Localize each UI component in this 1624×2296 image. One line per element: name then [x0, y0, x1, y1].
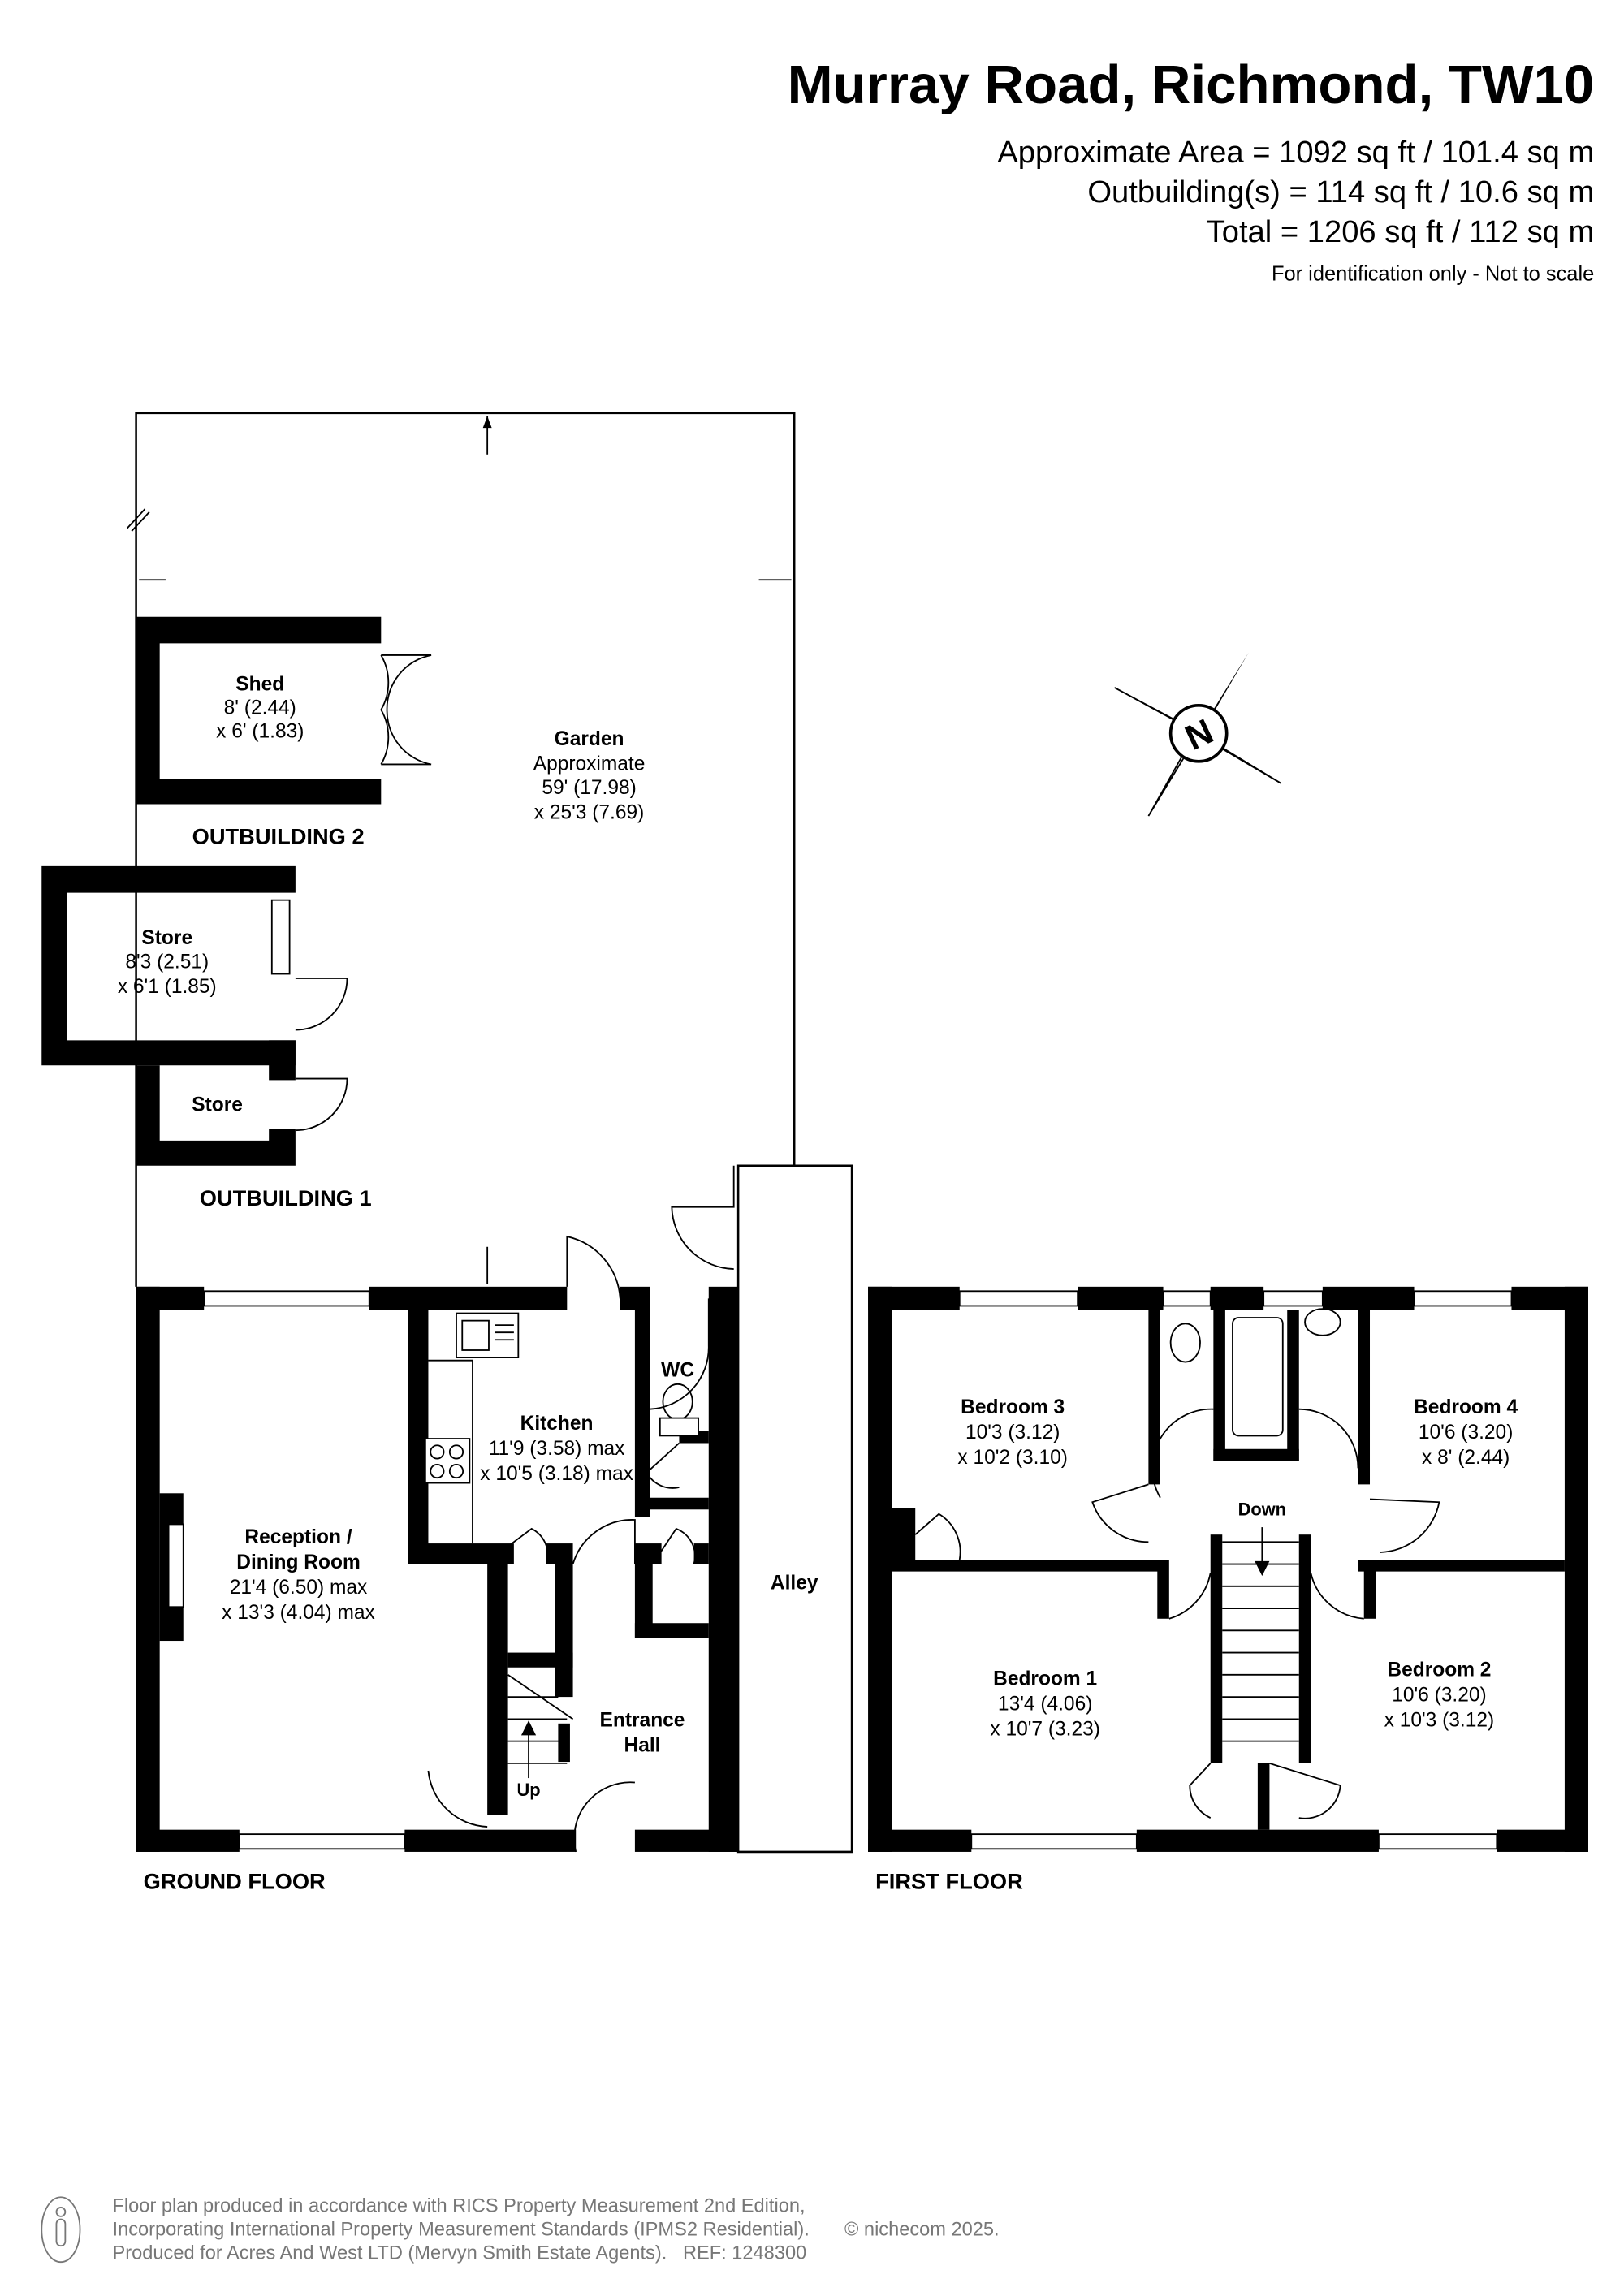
store-small: Store: [136, 1040, 348, 1166]
svg-text:Alley: Alley: [771, 1572, 818, 1594]
svg-text:8' (2.44): 8' (2.44): [224, 697, 296, 719]
approximate-area: Approximate Area = 1092 sq ft / 101.4 sq…: [997, 135, 1594, 170]
outbuilding-1-label: OUTBUILDING 1: [200, 1185, 372, 1211]
svg-text:21'4 (6.50) max: 21'4 (6.50) max: [230, 1577, 368, 1599]
svg-text:Dining Room: Dining Room: [236, 1552, 361, 1573]
disclaimer: For identification only - Not to scale: [1272, 262, 1594, 285]
svg-text:8'3 (2.51): 8'3 (2.51): [125, 951, 209, 973]
bedroom-2-label: Bedroom 2 10'6 (3.20) x 10'3 (3.12): [1384, 1659, 1495, 1732]
ground-floor-label: GROUND FLOOR: [144, 1868, 326, 1893]
stairs-down-label: Down: [1238, 1500, 1286, 1520]
person-scale-icon: [41, 2196, 81, 2264]
bedroom-1-label: Bedroom 1 13'4 (4.06) x 10'7 (3.23): [990, 1668, 1100, 1741]
svg-text:x 10'5 (3.18) max: x 10'5 (3.18) max: [480, 1463, 633, 1485]
footer-line-1: Floor plan produced in accordance with R…: [113, 2195, 806, 2216]
hob-icon: [424, 1438, 471, 1484]
footer-line-3: Produced for Acres And West LTD (Mervyn …: [113, 2243, 807, 2264]
svg-text:Store: Store: [141, 927, 192, 949]
wc-label: WC: [661, 1360, 694, 1382]
compass-icon: N: [1114, 652, 1282, 817]
svg-text:Bedroom 1: Bedroom 1: [993, 1668, 1097, 1690]
svg-text:10'6 (3.20): 10'6 (3.20): [1419, 1422, 1513, 1444]
svg-text:Hall: Hall: [624, 1734, 661, 1756]
svg-text:13'4 (4.06): 13'4 (4.06): [998, 1693, 1092, 1715]
svg-text:x 25'3 (7.69): x 25'3 (7.69): [534, 802, 645, 824]
svg-text:Bedroom 3: Bedroom 3: [961, 1396, 1065, 1418]
store-large: Store 8'3 (2.51) x 6'1 (1.85): [41, 865, 348, 1066]
footer-line-2: Incorporating International Property Mea…: [113, 2219, 810, 2240]
sink-icon: [456, 1312, 520, 1358]
ground-floor-walls: [136, 1235, 739, 1853]
total-area: Total = 1206 sq ft / 112 sq m: [1207, 214, 1595, 249]
ground-floor-stairs: [508, 1674, 574, 1779]
toilet-icon: [659, 1383, 699, 1437]
svg-text:x 10'3 (3.12): x 10'3 (3.12): [1384, 1709, 1495, 1731]
svg-text:Shed: Shed: [235, 674, 284, 696]
first-floor-label: FIRST FLOOR: [875, 1868, 1023, 1893]
svg-text:x 13'3 (4.04) max: x 13'3 (4.04) max: [222, 1602, 375, 1624]
stairs-up-label: Up: [517, 1780, 541, 1800]
svg-text:x 6'1 (1.85): x 6'1 (1.85): [118, 976, 217, 998]
svg-text:Reception /: Reception /: [244, 1526, 352, 1548]
bedroom-4-label: Bedroom 4 10'6 (3.20) x 8' (2.44): [1414, 1396, 1518, 1469]
outbuilding-2-label: OUTBUILDING 2: [192, 824, 365, 849]
bedroom-3-label: Bedroom 3 10'3 (3.12) x 10'2 (3.10): [957, 1396, 1068, 1469]
svg-text:10'3 (3.12): 10'3 (3.12): [965, 1422, 1060, 1444]
property-title: Murray Road, Richmond, TW10: [788, 54, 1595, 115]
svg-text:x 6' (1.83): x 6' (1.83): [216, 721, 304, 743]
kitchen-label: Kitchen 11'9 (3.58) max x 10'5 (3.18) ma…: [480, 1413, 633, 1485]
kitchen-worktop: [428, 1359, 473, 1544]
svg-text:10'6 (3.20): 10'6 (3.20): [1392, 1685, 1486, 1707]
entrance-hall-label: Entrance Hall: [600, 1709, 685, 1756]
svg-text:Entrance: Entrance: [600, 1709, 685, 1731]
svg-text:Bedroom 4: Bedroom 4: [1414, 1396, 1518, 1418]
garden-boundary: [127, 412, 796, 1287]
svg-text:59' (17.98): 59' (17.98): [542, 777, 636, 799]
svg-text:Garden: Garden: [555, 728, 624, 750]
svg-text:x 10'2 (3.10): x 10'2 (3.10): [957, 1447, 1068, 1469]
svg-text:Approximate: Approximate: [533, 753, 646, 775]
svg-text:x 8' (2.44): x 8' (2.44): [1422, 1447, 1510, 1469]
svg-text:Store: Store: [192, 1094, 243, 1116]
svg-text:Kitchen: Kitchen: [520, 1413, 594, 1435]
svg-text:x 10'7 (3.23): x 10'7 (3.23): [990, 1718, 1100, 1740]
svg-text:11'9 (3.58) max: 11'9 (3.58) max: [489, 1438, 625, 1460]
shed: Shed 8' (2.44) x 6' (1.83): [136, 616, 432, 805]
first-floor-walls: [868, 1286, 1588, 1852]
garden-label: Garden Approximate 59' (17.98) x 25'3 (7…: [533, 728, 646, 824]
reception-dining-label: Reception / Dining Room 21'4 (6.50) max …: [222, 1526, 375, 1624]
svg-text:Bedroom 2: Bedroom 2: [1387, 1659, 1491, 1681]
footer-copyright: © nichecom 2025.: [844, 2219, 1000, 2240]
outbuildings-area: Outbuilding(s) = 114 sq ft / 10.6 sq m: [1087, 175, 1594, 209]
